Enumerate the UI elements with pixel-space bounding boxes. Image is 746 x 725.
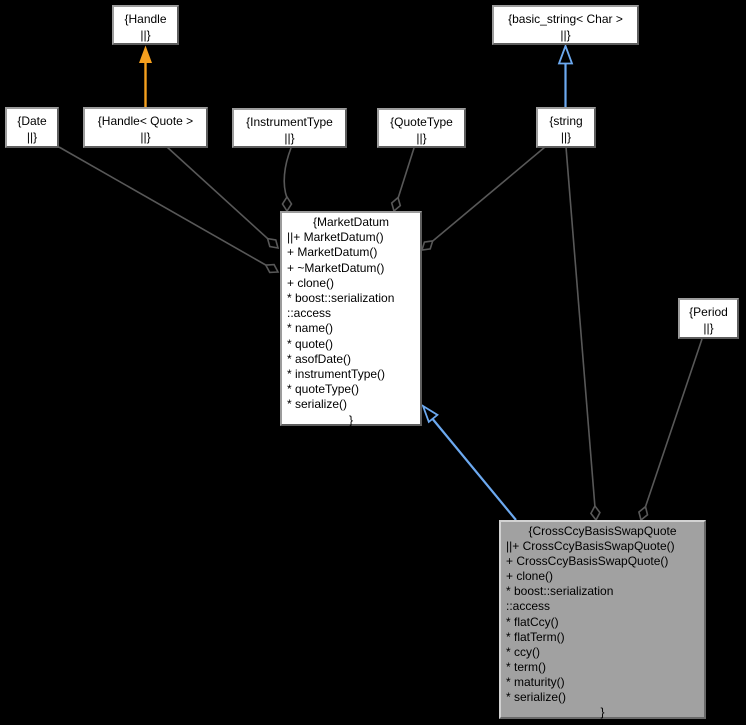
aggregation-diamond-icon <box>420 239 434 251</box>
member-line: * boost::serialization <box>506 584 614 599</box>
closing-brace: } <box>348 412 353 427</box>
class-node-date[interactable]: {Date ||} <box>5 107 59 148</box>
member-line: ::access <box>506 599 551 614</box>
edge-quotetype-to-marketdatum <box>390 147 415 213</box>
class-name: {basic_string< Char > <box>508 12 623 26</box>
edge-string-to-basicstring <box>557 43 574 107</box>
member-line: * name() <box>287 321 334 336</box>
member-line: ||+ CrossCcyBasisSwapQuote() <box>506 539 675 554</box>
class-compartments: ||} <box>560 28 571 42</box>
aggregation-diamond-icon <box>264 263 280 274</box>
class-compartments: ||} <box>703 321 714 335</box>
edge-handlequote-to-marketdatum <box>166 146 280 250</box>
member-line: * boost::serialization <box>287 291 395 306</box>
class-compartments: ||} <box>416 131 427 145</box>
member-line: + clone() <box>506 569 554 584</box>
member-line: * serialize() <box>287 397 348 412</box>
member-line: * serialize() <box>506 690 567 705</box>
closing-brace: } <box>600 705 605 720</box>
member-list: {CrossCcyBasisSwapQuote ||+ CrossCcyBasi… <box>501 522 704 720</box>
hollow-arrowhead-icon <box>557 43 574 65</box>
class-node-market-datum[interactable]: {MarketDatum ||+ MarketDatum() + MarketD… <box>280 211 422 428</box>
class-name: {QuoteType <box>390 115 453 129</box>
class-node-instrument-type[interactable]: {InstrumentType ||} <box>232 108 347 148</box>
edge-date-to-marketdatum <box>58 146 280 274</box>
class-name: {Handle <box>124 12 167 26</box>
class-compartments: ||} <box>140 130 151 144</box>
class-compartments: ||} <box>284 131 295 145</box>
member-line: + ~MarketDatum() <box>287 260 385 275</box>
edge-handlequote-to-handle <box>139 45 152 107</box>
member-list: {MarketDatum ||+ MarketDatum() + MarketD… <box>282 213 420 428</box>
member-line: ||+ MarketDatum() <box>287 230 384 245</box>
class-node-basic-string[interactable]: {basic_string< Char > ||} <box>492 5 639 45</box>
class-name: {InstrumentType <box>246 115 333 129</box>
member-line: + MarketDatum() <box>287 245 378 260</box>
class-name: {Date <box>17 114 47 128</box>
member-line: + CrossCcyBasisSwapQuote() <box>506 554 669 569</box>
class-node-cross-ccy-basis-swap-quote[interactable]: {CrossCcyBasisSwapQuote ||+ CrossCcyBasi… <box>499 520 706 719</box>
class-node-quote-type[interactable]: {QuoteType ||} <box>377 108 466 148</box>
member-line: * flatCcy() <box>506 614 559 629</box>
member-line: * term() <box>506 659 546 674</box>
class-node-string[interactable]: {string ||} <box>536 107 596 148</box>
edge-string-to-crossccy <box>565 146 601 522</box>
class-name: {Period <box>689 305 728 319</box>
member-line: * asofDate() <box>287 351 352 366</box>
member-line: ::access <box>287 306 332 321</box>
member-line: + clone() <box>287 275 335 290</box>
member-line: * quote() <box>287 336 334 351</box>
member-line: * instrumentType() <box>287 367 386 382</box>
member-line: * maturity() <box>506 674 565 689</box>
class-name: {CrossCcyBasisSwapQuote <box>528 524 677 538</box>
edge-crossccy-to-marketdatum <box>421 403 517 521</box>
aggregation-diamond-icon <box>281 195 293 213</box>
class-node-period[interactable]: {Period ||} <box>678 298 739 339</box>
class-node-handle-quote[interactable]: {Handle< Quote > ||} <box>83 107 208 148</box>
member-line: * flatTerm() <box>506 629 565 644</box>
member-line: * ccy() <box>506 644 540 659</box>
aggregation-diamond-icon <box>390 196 402 213</box>
class-compartments: ||} <box>26 130 38 144</box>
filled-arrowhead-icon <box>139 45 152 63</box>
class-node-handle[interactable]: {Handle ||} <box>112 5 179 45</box>
aggregation-diamond-icon <box>266 237 280 250</box>
class-name: {Handle< Quote > <box>97 114 194 128</box>
class-name: {MarketDatum <box>312 215 390 229</box>
edge-period-to-crossccy <box>637 338 703 522</box>
aggregation-diamond-icon <box>589 504 601 522</box>
edge-instrumenttype-to-marketdatum <box>281 147 293 213</box>
member-line: * quoteType() <box>287 382 360 397</box>
edge-string-to-marketdatum <box>420 146 546 251</box>
class-compartments: ||} <box>560 130 572 144</box>
class-name: {string <box>549 114 583 128</box>
aggregation-diamond-icon <box>637 505 649 522</box>
class-compartments: ||} <box>140 28 151 42</box>
hollow-arrowhead-icon <box>421 403 439 424</box>
